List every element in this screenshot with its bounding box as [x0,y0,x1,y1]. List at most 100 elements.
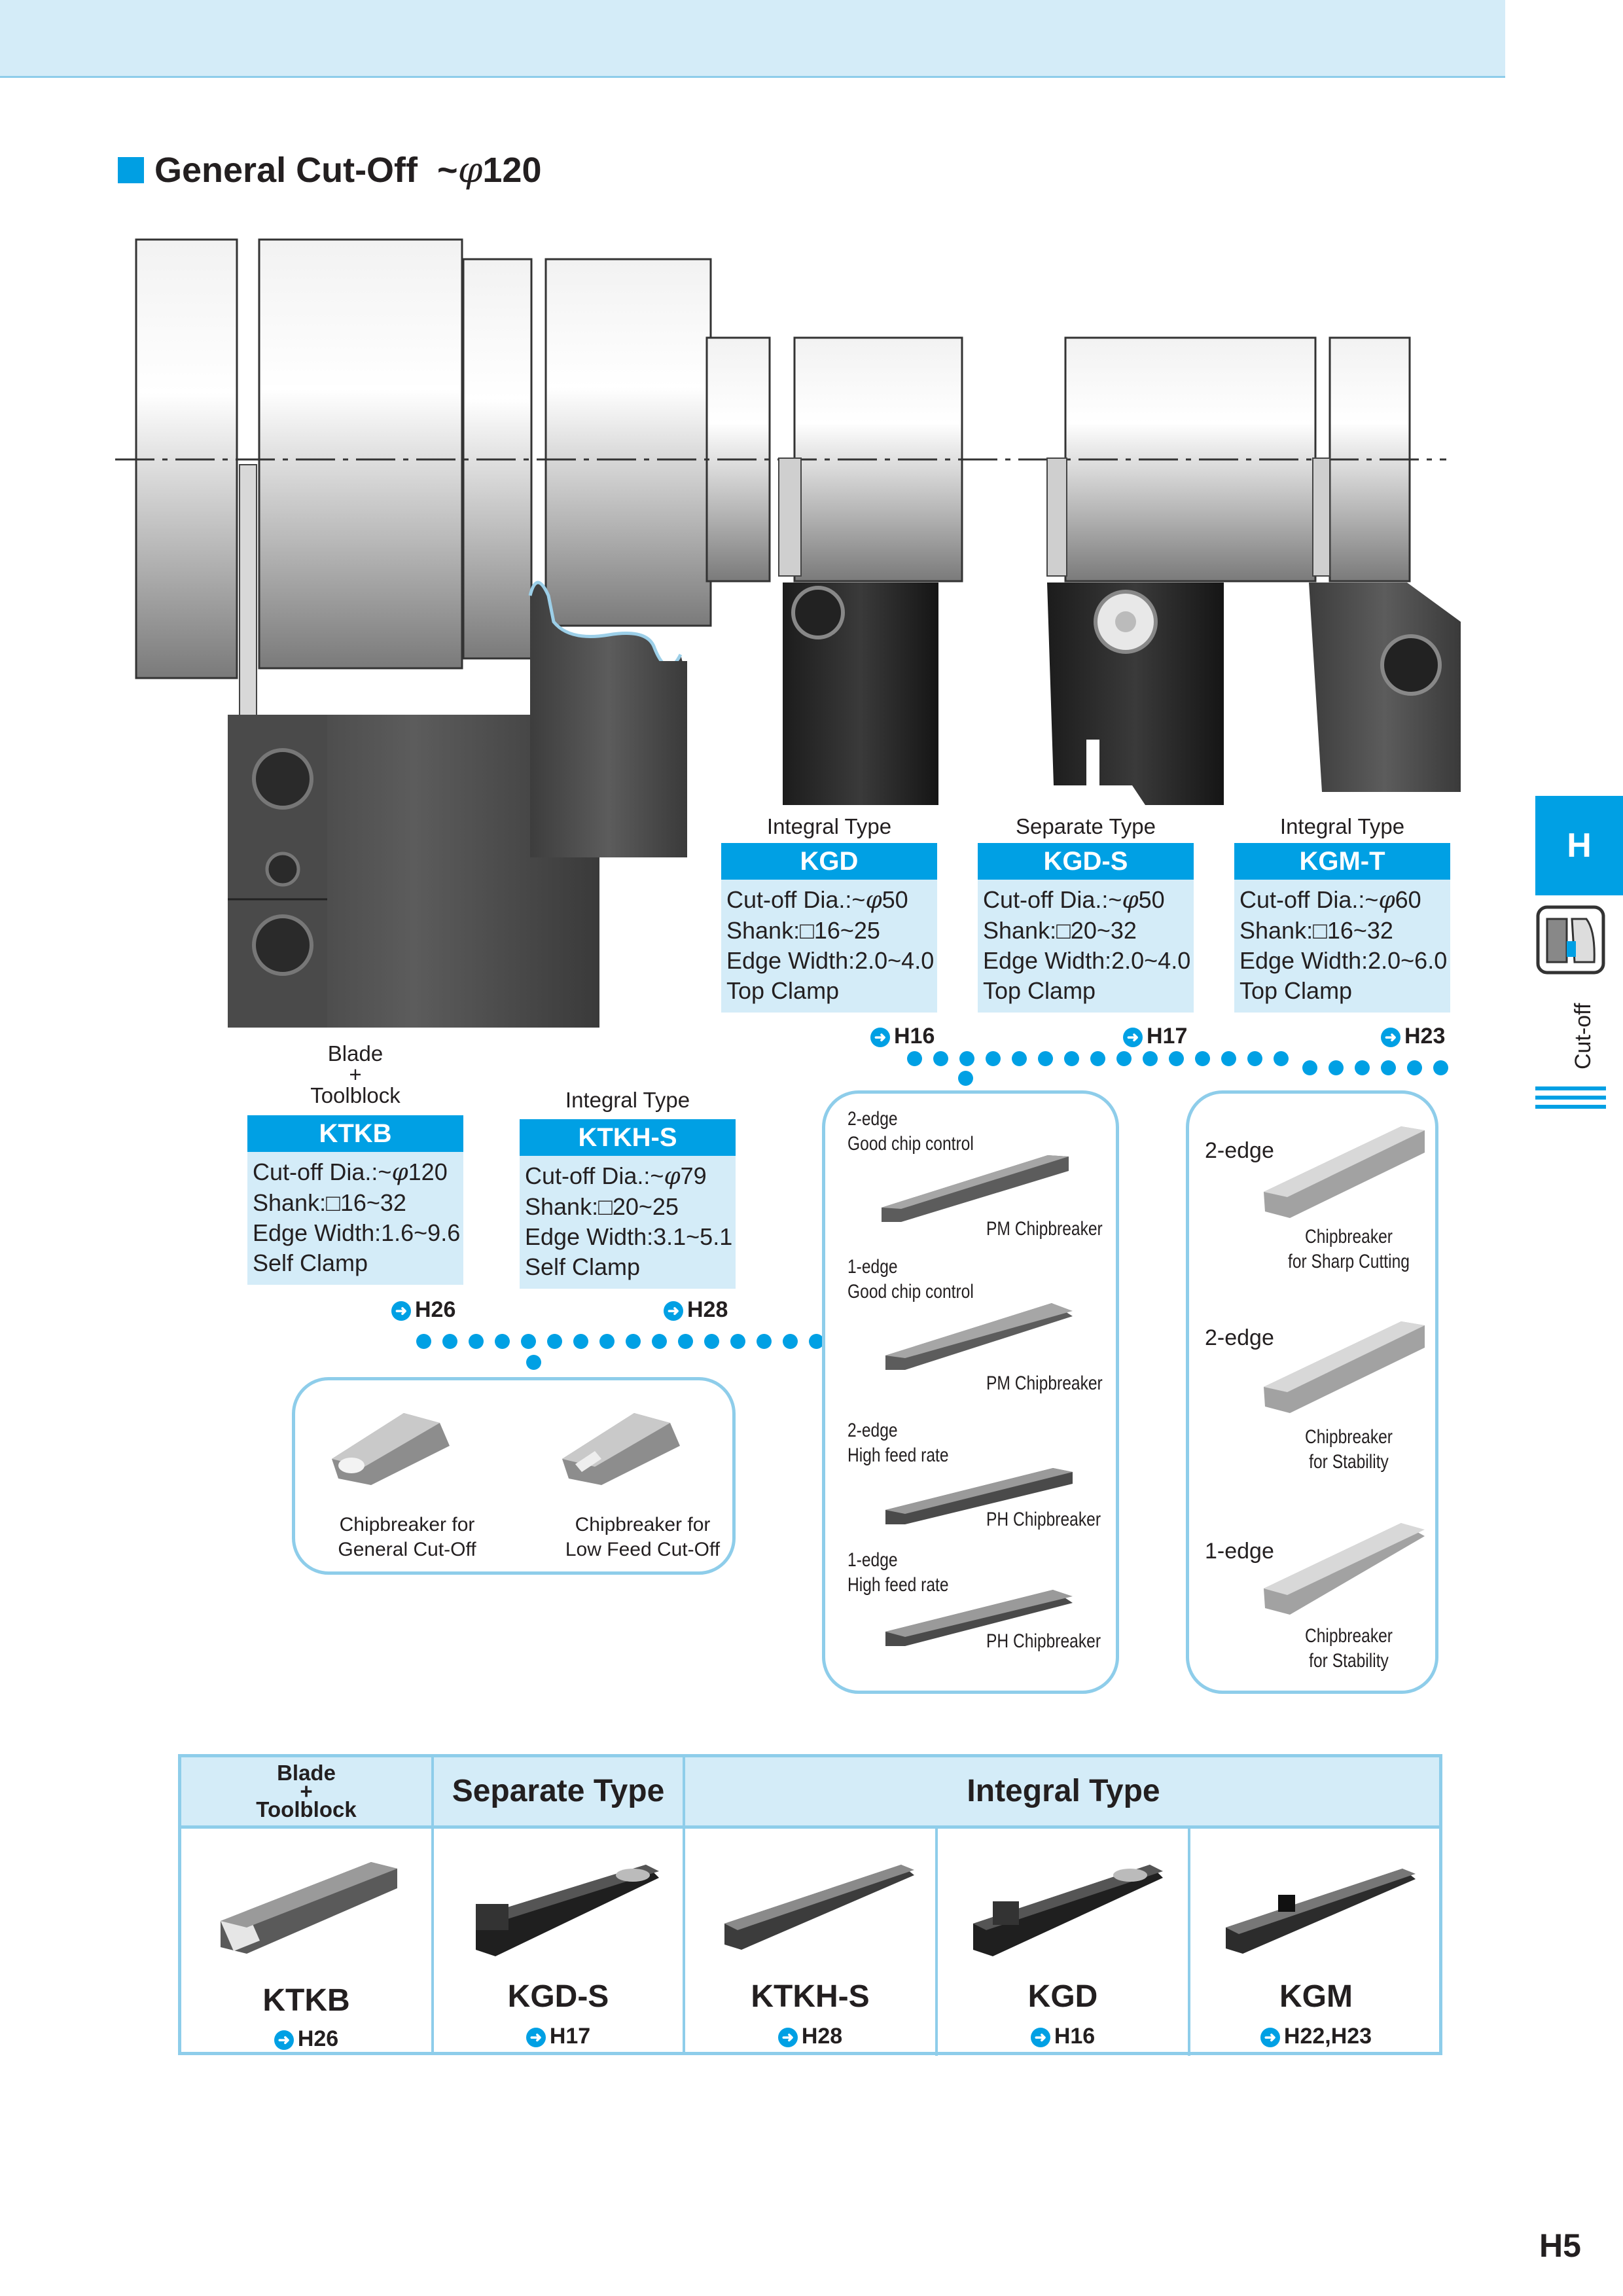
table-ref-kgds[interactable]: ➜H17 [434,2022,683,2049]
cut-off-illustration [115,238,1461,1028]
table-ref-ktkhs[interactable]: ➜H28 [685,2022,935,2049]
kgd-spec-clamp: Top Clamp [726,977,840,1004]
product-kgds: Separate Type KGD-S Cut-off Dia.:~φ50 Sh… [978,814,1194,1013]
insert-ph-1edge-image [885,1590,1073,1646]
ktkhs-specs: Cut-off Dia.:~φ79 Shank:□20~25 Edge Widt… [520,1156,736,1289]
mid-item-1-chip: PM Chipbreaker [986,1218,1103,1240]
kgds-spec-dia: Cut-off Dia.:~φ50 [983,886,1165,914]
ktkhs-spec-shank: Shank:□20~25 [525,1193,679,1220]
kgd-specs: Cut-off Dia.:~φ50 Shank:□16~25 Edge Widt… [721,880,937,1013]
ref-h26[interactable]: ➜H26 [391,1297,455,1323]
kgmt-spec-clamp: Top Clamp [1240,977,1353,1004]
right-item-1-edge: 2-edge [1205,1138,1274,1163]
ktkb-type: Blade + Toolblock [310,1041,401,1107]
product-kgd: Integral Type KGD Cut-off Dia.:~φ50 Shan… [721,814,937,1013]
kgmt-spec-edge: Edge Width:2.0~6.0 [1240,947,1448,974]
kgds-spec-clamp: Top Clamp [983,977,1096,1004]
page-title: General Cut-Off~φ120 [118,149,542,190]
table-header-separate: Separate Type [452,1774,665,1808]
kgd-name: KGD [721,843,937,880]
ktkhs-spec-dia: Cut-off Dia.:~φ79 [525,1162,707,1190]
page-number: H5 [1539,2227,1581,2264]
kgmt-name: KGM-T [1234,843,1450,880]
kgd-product-image [973,1865,1163,1956]
mid-item-4-chip: PH Chipbreaker [986,1630,1101,1652]
right-arrow-circle-icon: ➜ [274,2030,294,2050]
ref-h17[interactable]: ➜H17 [1123,1024,1187,1049]
kgd-spec-shank: Shank:□16~25 [726,917,880,944]
kgmt-insert [1312,457,1330,577]
ref-h23[interactable]: ➜H23 [1381,1024,1445,1049]
kgmt-spec-shank: Shank:□16~32 [1240,917,1393,944]
side-tab-letter[interactable]: H [1535,796,1623,895]
table-ref-kgd[interactable]: ➜H16 [938,2022,1188,2049]
product-ktkb: Blade + Toolblock KTKB Cut-off Dia.:~φ12… [247,1043,463,1285]
table-name-kgd: KGD [1027,1979,1098,2014]
right-arrow-circle-icon: ➜ [664,1301,683,1321]
right-arrow-circle-icon: ➜ [1260,2028,1280,2047]
right-arrow-circle-icon: ➜ [1381,1028,1400,1047]
table-ref-kgm[interactable]: ➜H22,H23 [1190,2022,1442,2049]
kgds-insert [1046,457,1067,577]
table-ref-ktkb[interactable]: ➜H26 [181,2024,431,2052]
table-header-blade: Blade+Toolblock [256,1761,357,1821]
dot-connector-kgmt [1302,1060,1459,1077]
right-arrow-circle-icon: ➜ [1030,2028,1050,2047]
ref-h28[interactable]: ➜H28 [664,1297,728,1323]
right-arrow-circle-icon: ➜ [526,2028,546,2047]
right-arrow-circle-icon: ➜ [870,1028,890,1047]
ktkhs-name: KTKH-S [520,1119,736,1156]
product-table: Blade+Toolblock Separate Type Integral T… [178,1754,1442,2056]
ktkhs-spec-edge: Edge Width:3.1~5.1 [525,1223,733,1250]
cut-off-tab-icon [1536,905,1605,975]
kgm-product-image [1226,1869,1416,1954]
ktkhs-type: Integral Type [565,1088,690,1112]
kgd-insert [778,457,802,577]
mid-item-3-chip: PH Chipbreaker [986,1509,1101,1530]
side-tab-label: Cut-off [1571,1003,1596,1069]
insert-stability-1edge-image [1264,1523,1425,1615]
kgmt-type: Integral Type [1279,814,1405,838]
kgd-spec-edge: Edge Width:2.0~4.0 [726,947,935,974]
workpiece-segment-2 [258,238,463,670]
kgds-name: KGD-S [978,843,1194,880]
right-arrow-circle-icon: ➜ [1123,1028,1143,1047]
dot-icon [526,1355,541,1370]
kgds-product-image [476,1865,659,1956]
table-header-integral: Integral Type [967,1774,1160,1808]
kgmt-specs: Cut-off Dia.:~φ60 Shank:□16~32 Edge Widt… [1234,880,1450,1013]
ktkb-spec-edge: Edge Width:1.6~9.6 [253,1219,461,1246]
right-item-3-edge: 1-edge [1205,1539,1274,1564]
ktkhs-spec-clamp: Self Clamp [525,1253,641,1280]
kgd-type: Integral Type [766,814,892,838]
table-name-ktkb: KTKB [262,1983,350,2018]
kgds-specs: Cut-off Dia.:~φ50 Shank:□20~32 Edge Widt… [978,880,1194,1013]
workpiece-segment-4 [544,258,712,627]
insert-pm-2edge-image [882,1155,1069,1222]
insert-pm-1edge-image [885,1303,1073,1370]
ktkb-spec-dia: Cut-off Dia.:~φ120 [253,1158,448,1186]
ref-h16[interactable]: ➜H16 [870,1024,935,1049]
kgd-spec-dia: Cut-off Dia.:~φ50 [726,886,908,914]
right-arrow-circle-icon: ➜ [391,1301,411,1321]
kgds-spec-edge: Edge Width:2.0~4.0 [983,947,1191,974]
title-text: General Cut-Off [154,151,418,190]
top-band [0,0,1505,78]
dot-icon [958,1071,973,1086]
phi-symbol: φ [457,149,483,190]
ktkb-specs: Cut-off Dia.:~φ120 Shank:□16~32 Edge Wid… [247,1152,463,1285]
ktkb-product-image [221,1862,397,1954]
insert-sharp-cutting-image [1264,1126,1425,1218]
product-ktkhs: Integral Type KTKH-S Cut-off Dia.:~φ79 S… [520,1088,736,1289]
right-item-2-edge: 2-edge [1205,1325,1274,1350]
ktkb-spec-clamp: Self Clamp [253,1249,368,1276]
